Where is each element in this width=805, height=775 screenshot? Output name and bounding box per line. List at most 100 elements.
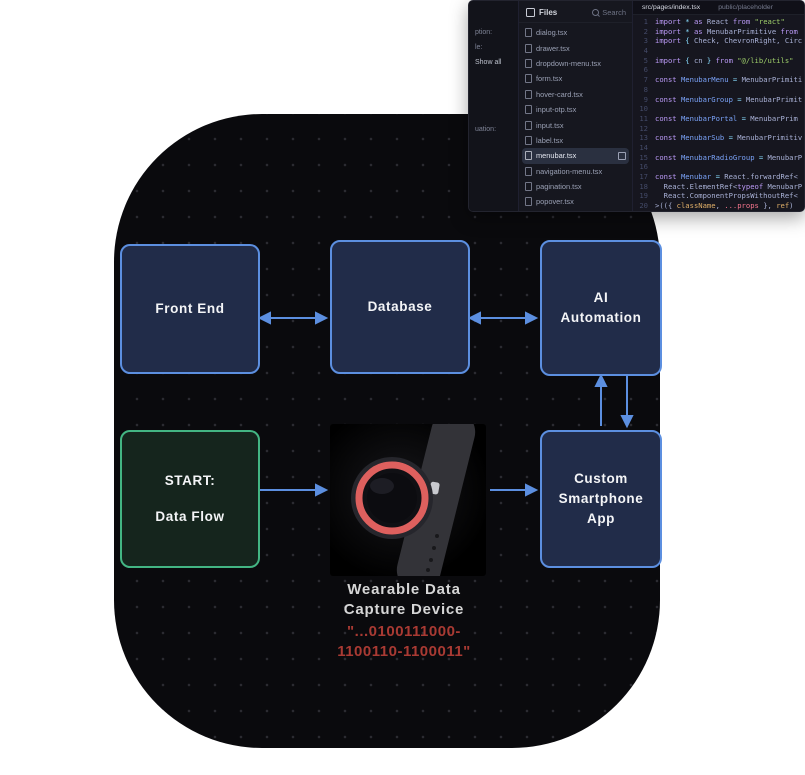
file-item-menubar[interactable]: menubar.tsx bbox=[522, 148, 629, 164]
line-number: 18 bbox=[639, 181, 648, 191]
file-item-dialog[interactable]: dialog.tsx bbox=[519, 25, 632, 40]
line-number: 17 bbox=[639, 172, 648, 181]
files-icon bbox=[526, 8, 535, 17]
file-name: hover-card.tsx bbox=[536, 89, 583, 99]
file-item-label[interactable]: label.tsx bbox=[519, 133, 632, 148]
wearable-device-image[interactable] bbox=[330, 424, 486, 576]
file-name: dialog.tsx bbox=[536, 28, 568, 38]
file-name: popover.tsx bbox=[536, 197, 574, 207]
node-database[interactable]: Database bbox=[330, 240, 470, 374]
files-panel-title: Files bbox=[539, 8, 558, 17]
tab-index-tsx[interactable]: src/pages/index.tsx bbox=[642, 4, 701, 11]
line-number: 13 bbox=[639, 133, 648, 143]
line-number: 5 bbox=[643, 55, 648, 65]
node-start-label-line2: Data Flow bbox=[155, 509, 225, 524]
line-number: 12 bbox=[639, 123, 648, 133]
code-line: 12 bbox=[636, 124, 804, 134]
file-list: dialog.tsx drawer.tsx dropdown-menu.tsx for… bbox=[519, 23, 632, 211]
code-line: 4 bbox=[636, 46, 804, 56]
file-item-dropdown-menu[interactable]: dropdown-menu.tsx bbox=[519, 56, 632, 71]
line-number: 7 bbox=[643, 75, 648, 85]
node-start-label-line1: START: bbox=[164, 473, 216, 488]
file-item-input[interactable]: input.tsx bbox=[519, 117, 632, 132]
file-name: navigation-menu.tsx bbox=[536, 166, 603, 176]
tab-public-placeholder[interactable]: public/placeholder bbox=[718, 4, 773, 11]
file-item-hover-card[interactable]: hover-card.tsx bbox=[519, 87, 632, 102]
files-search-label: Search bbox=[602, 8, 626, 17]
line-number: 6 bbox=[643, 65, 648, 75]
binary-data-annotation: "...0100111000- 1100110-1100011" bbox=[284, 622, 524, 662]
code-line: 10 bbox=[636, 104, 804, 114]
file-name: label.tsx bbox=[536, 135, 564, 145]
left-panel-fragment: le: bbox=[475, 44, 483, 51]
line-number: 10 bbox=[639, 104, 648, 114]
files-panel: Files Search dialog.tsx drawer.tsx dropdow… bbox=[519, 1, 633, 211]
file-item-navigation-menu[interactable]: navigation-menu.tsx bbox=[519, 164, 632, 179]
node-front-end[interactable]: Front End bbox=[120, 244, 260, 374]
node-ai-label-line2: Automation bbox=[560, 310, 642, 325]
wearable-caption-line2: Capture Device bbox=[343, 601, 465, 618]
binary-line2: 1100110-1100011" bbox=[337, 643, 471, 660]
search-icon bbox=[592, 9, 600, 16]
line-number: 19 bbox=[639, 191, 648, 201]
file-item-drawer[interactable]: drawer.tsx bbox=[519, 40, 632, 55]
line-number: 4 bbox=[643, 46, 648, 56]
node-app-label-line2: Smartphone bbox=[558, 491, 644, 506]
file-name: dropdown-menu.tsx bbox=[536, 58, 601, 68]
line-number: 16 bbox=[639, 162, 648, 172]
files-panel-header: Files Search bbox=[519, 1, 632, 23]
file-item-input-otp[interactable]: input-otp.tsx bbox=[519, 102, 632, 117]
file-icon bbox=[525, 28, 532, 38]
line-number: 1 bbox=[643, 17, 648, 26]
file-icon bbox=[525, 197, 532, 207]
file-icon bbox=[525, 166, 532, 176]
diagram-canvas[interactable]: Front End Database AI Automation START: … bbox=[114, 114, 662, 748]
code-line: 19 React.ComponentPropsWithoutRef< bbox=[636, 191, 804, 201]
file-icon bbox=[525, 182, 532, 192]
node-start-data-flow[interactable]: START: Data Flow bbox=[120, 430, 260, 568]
wearable-caption-line1: Wearable Data bbox=[347, 581, 461, 598]
code-pane: src/pages/index.tsx public/placeholder 1… bbox=[633, 1, 804, 211]
left-panel-fragment: uation: bbox=[475, 126, 497, 133]
file-icon bbox=[525, 120, 532, 130]
node-custom-smartphone-app[interactable]: Custom Smartphone App bbox=[540, 430, 662, 568]
code-editor-overlay: ption: le: Show all uation: Files Search di… bbox=[468, 0, 805, 212]
node-database-label: Database bbox=[367, 299, 433, 314]
file-icon bbox=[525, 43, 532, 53]
node-app-label-line3: App bbox=[586, 511, 616, 526]
file-name: menubar.tsx bbox=[536, 151, 577, 161]
code-line: 8 bbox=[636, 85, 804, 95]
left-panel-fragment: ption: bbox=[475, 29, 493, 36]
file-item-popover[interactable]: popover.tsx bbox=[519, 194, 632, 209]
file-name: pagination.tsx bbox=[536, 182, 582, 192]
code-line: 18 React.ElementRef<typeof MenubarP bbox=[636, 182, 804, 192]
line-number: 11 bbox=[639, 113, 648, 123]
code-line: 14 bbox=[636, 143, 804, 153]
node-ai-label-line1: AI bbox=[593, 290, 609, 305]
file-item-form[interactable]: form.tsx bbox=[519, 71, 632, 86]
files-search[interactable]: Search bbox=[592, 8, 626, 17]
left-panel-fragment: Show all bbox=[475, 59, 502, 66]
file-name: input.tsx bbox=[536, 120, 564, 130]
wearable-caption: Wearable Data Capture Device bbox=[284, 580, 524, 620]
smartwatch-illustration bbox=[351, 424, 476, 576]
file-item-pagination[interactable]: pagination.tsx bbox=[519, 179, 632, 194]
line-number: 15 bbox=[639, 152, 648, 162]
node-front-end-label: Front End bbox=[155, 301, 225, 316]
line-number: 14 bbox=[639, 142, 648, 152]
line-number: 2 bbox=[643, 26, 648, 36]
code-line: 20>(({ className, ...props }, ref) bbox=[636, 201, 804, 211]
binary-line1: "...0100111000- bbox=[347, 623, 461, 640]
node-ai-automation[interactable]: AI Automation bbox=[540, 240, 662, 376]
file-icon bbox=[525, 74, 532, 84]
